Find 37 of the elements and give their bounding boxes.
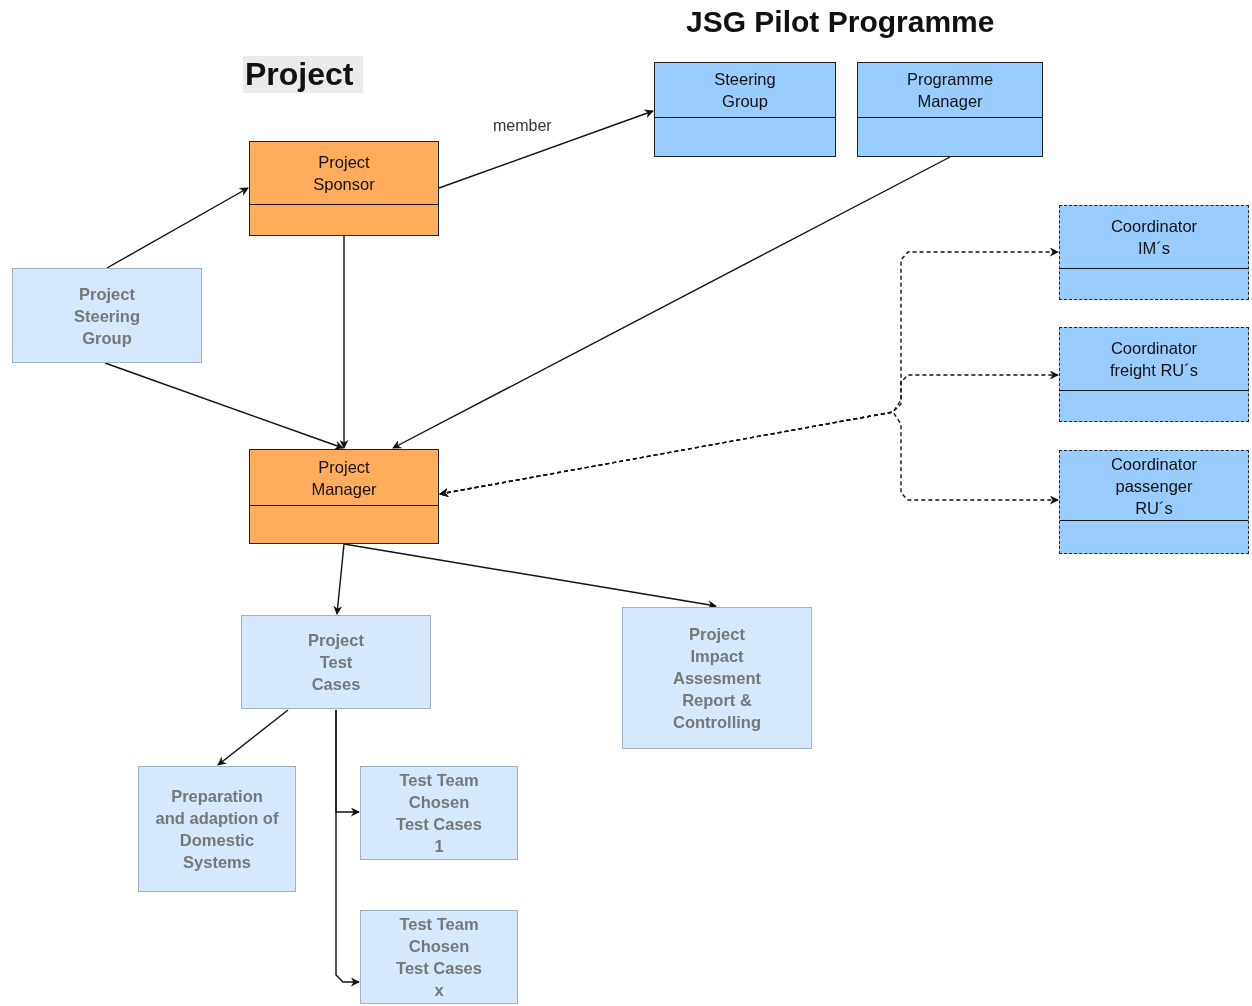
arrow — [104, 362, 344, 450]
node-label: Programme Manager — [905, 69, 995, 112]
process-box — [360, 766, 518, 860]
dashed-arrow — [439, 411, 1059, 505]
arrow — [438, 109, 654, 189]
dashed-class-box — [1059, 450, 1249, 554]
process-box — [360, 910, 518, 1004]
dashed-class-box — [1059, 327, 1249, 422]
node-label: Project Sponsor — [312, 152, 376, 195]
node-label: Test Team Chosen Test Cases 1 — [395, 770, 483, 857]
node-label: Coordinator freight RU´s — [1109, 338, 1199, 381]
section-heading: Project — [243, 56, 364, 93]
process-box — [622, 607, 812, 749]
arrow — [392, 156, 951, 449]
arrow — [339, 235, 349, 449]
node-label: Steering Group — [713, 69, 777, 112]
class-box — [249, 141, 439, 236]
node-label: Coordinator passenger RU´s — [1109, 453, 1199, 519]
arrow — [335, 709, 360, 987]
process-box — [12, 268, 202, 363]
node-label: Preparation and adaption of Domestic Systems — [155, 786, 279, 873]
process-box — [138, 766, 296, 892]
arrow — [106, 187, 249, 269]
node-label: Project Impact Assesment Report & Controlling — [671, 624, 762, 733]
arrow — [333, 543, 345, 615]
dashed-class-box — [1059, 205, 1249, 300]
node-label: Project Test Cases — [307, 630, 365, 695]
class-box — [249, 449, 439, 544]
node-label: Project Steering Group — [73, 283, 141, 349]
node-label: Test Team Chosen Test Cases x — [395, 914, 483, 1001]
class-box — [857, 62, 1043, 157]
arrow — [217, 709, 289, 766]
node-label: Project Manager — [310, 456, 378, 500]
diagram-title: JSG Pilot Programme — [686, 5, 995, 39]
class-box — [654, 62, 836, 157]
process-box — [241, 615, 431, 709]
node-label: Coordinator IM´s — [1109, 216, 1199, 259]
